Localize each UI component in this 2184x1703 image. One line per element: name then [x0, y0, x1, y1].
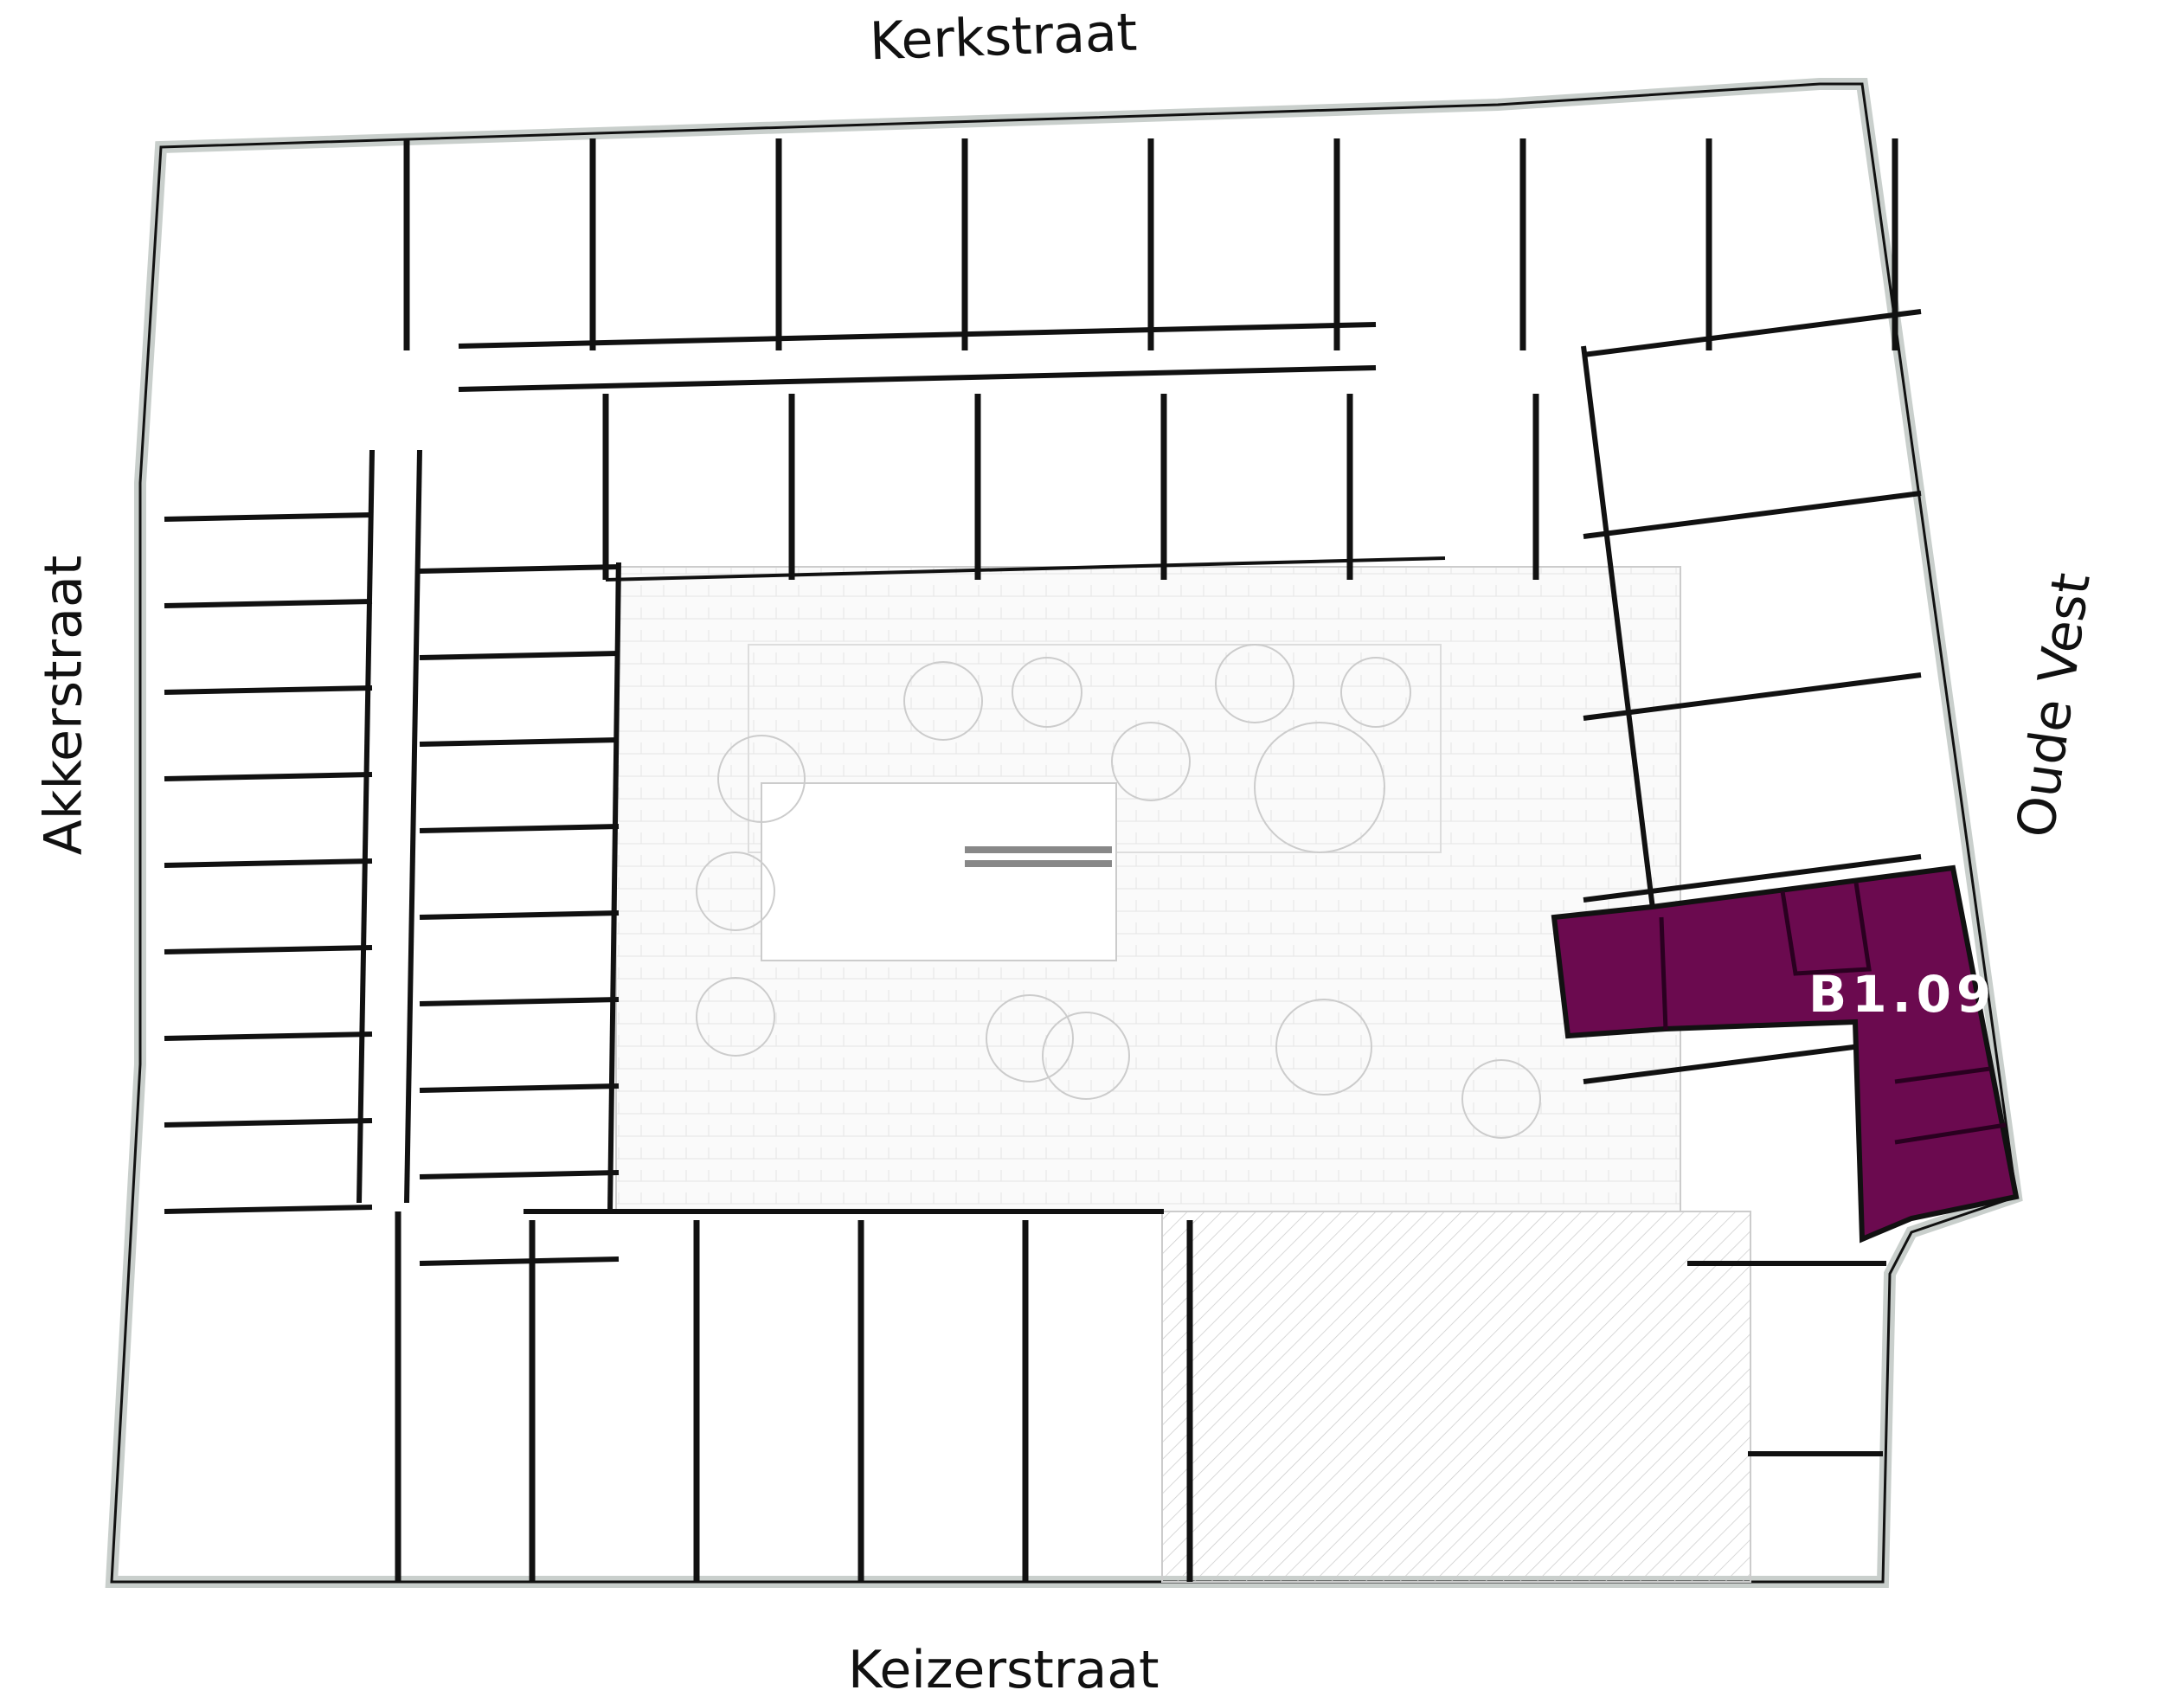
- facade-wall: [1581, 345, 1655, 909]
- facade-wall: [607, 562, 621, 1212]
- unit-wall: [419, 910, 620, 920]
- tree-icon: [1340, 657, 1411, 728]
- unit-wall: [419, 824, 620, 833]
- tree-icon: [1012, 657, 1082, 728]
- corridor-wall: [357, 449, 375, 1204]
- facade-wall: [605, 556, 1446, 582]
- tree-icon: [1111, 722, 1191, 801]
- unit-wall: [419, 1083, 620, 1093]
- unit-wall: [419, 1256, 620, 1266]
- unit-wall: [419, 651, 620, 660]
- tree-icon: [1254, 722, 1385, 853]
- unit-wall: [164, 512, 373, 522]
- corridor-wall: [404, 449, 422, 1204]
- unit-wall: [419, 737, 620, 747]
- tree-icon: [717, 735, 806, 823]
- tree-icon: [903, 661, 983, 741]
- tree-icon: [1215, 644, 1294, 723]
- tree-icon: [696, 977, 775, 1057]
- tree-icon: [1461, 1059, 1541, 1139]
- unit-wall: [164, 858, 373, 868]
- unit-label-b1-09: B1.09: [1808, 965, 1997, 1024]
- corridor-wall: [458, 365, 1377, 392]
- parking-hatched: [1161, 1211, 1751, 1583]
- tree-icon: [986, 994, 1074, 1083]
- corridor-wall: [458, 322, 1377, 349]
- unit-wall: [164, 1118, 373, 1128]
- unit-wall: [164, 772, 373, 781]
- unit-wall: [419, 1170, 620, 1179]
- street-label-kerkstraat: Kerkstraat: [868, 2, 1139, 73]
- unit-wall: [164, 599, 373, 608]
- unit-b1-09-highlight[interactable]: [1551, 864, 2020, 1244]
- unit-wall: [419, 997, 620, 1006]
- unit-wall: [164, 945, 373, 954]
- unit-wall: [1583, 309, 1922, 357]
- tree-icon: [696, 852, 775, 931]
- unit-wall: [1583, 491, 1922, 539]
- unit-wall: [164, 685, 373, 695]
- unit-wall: [1583, 672, 1922, 721]
- street-label-akkerstraat: Akkerstraat: [33, 555, 94, 856]
- unit-wall: [164, 1031, 373, 1041]
- unit-wall: [164, 1205, 373, 1214]
- street-label-keizerstraat: Keizerstraat: [848, 1640, 1159, 1700]
- tree-icon: [1275, 999, 1372, 1096]
- tree-icon: [1042, 1012, 1130, 1100]
- unit-wall: [419, 564, 620, 574]
- unit-wall: [1583, 854, 1922, 903]
